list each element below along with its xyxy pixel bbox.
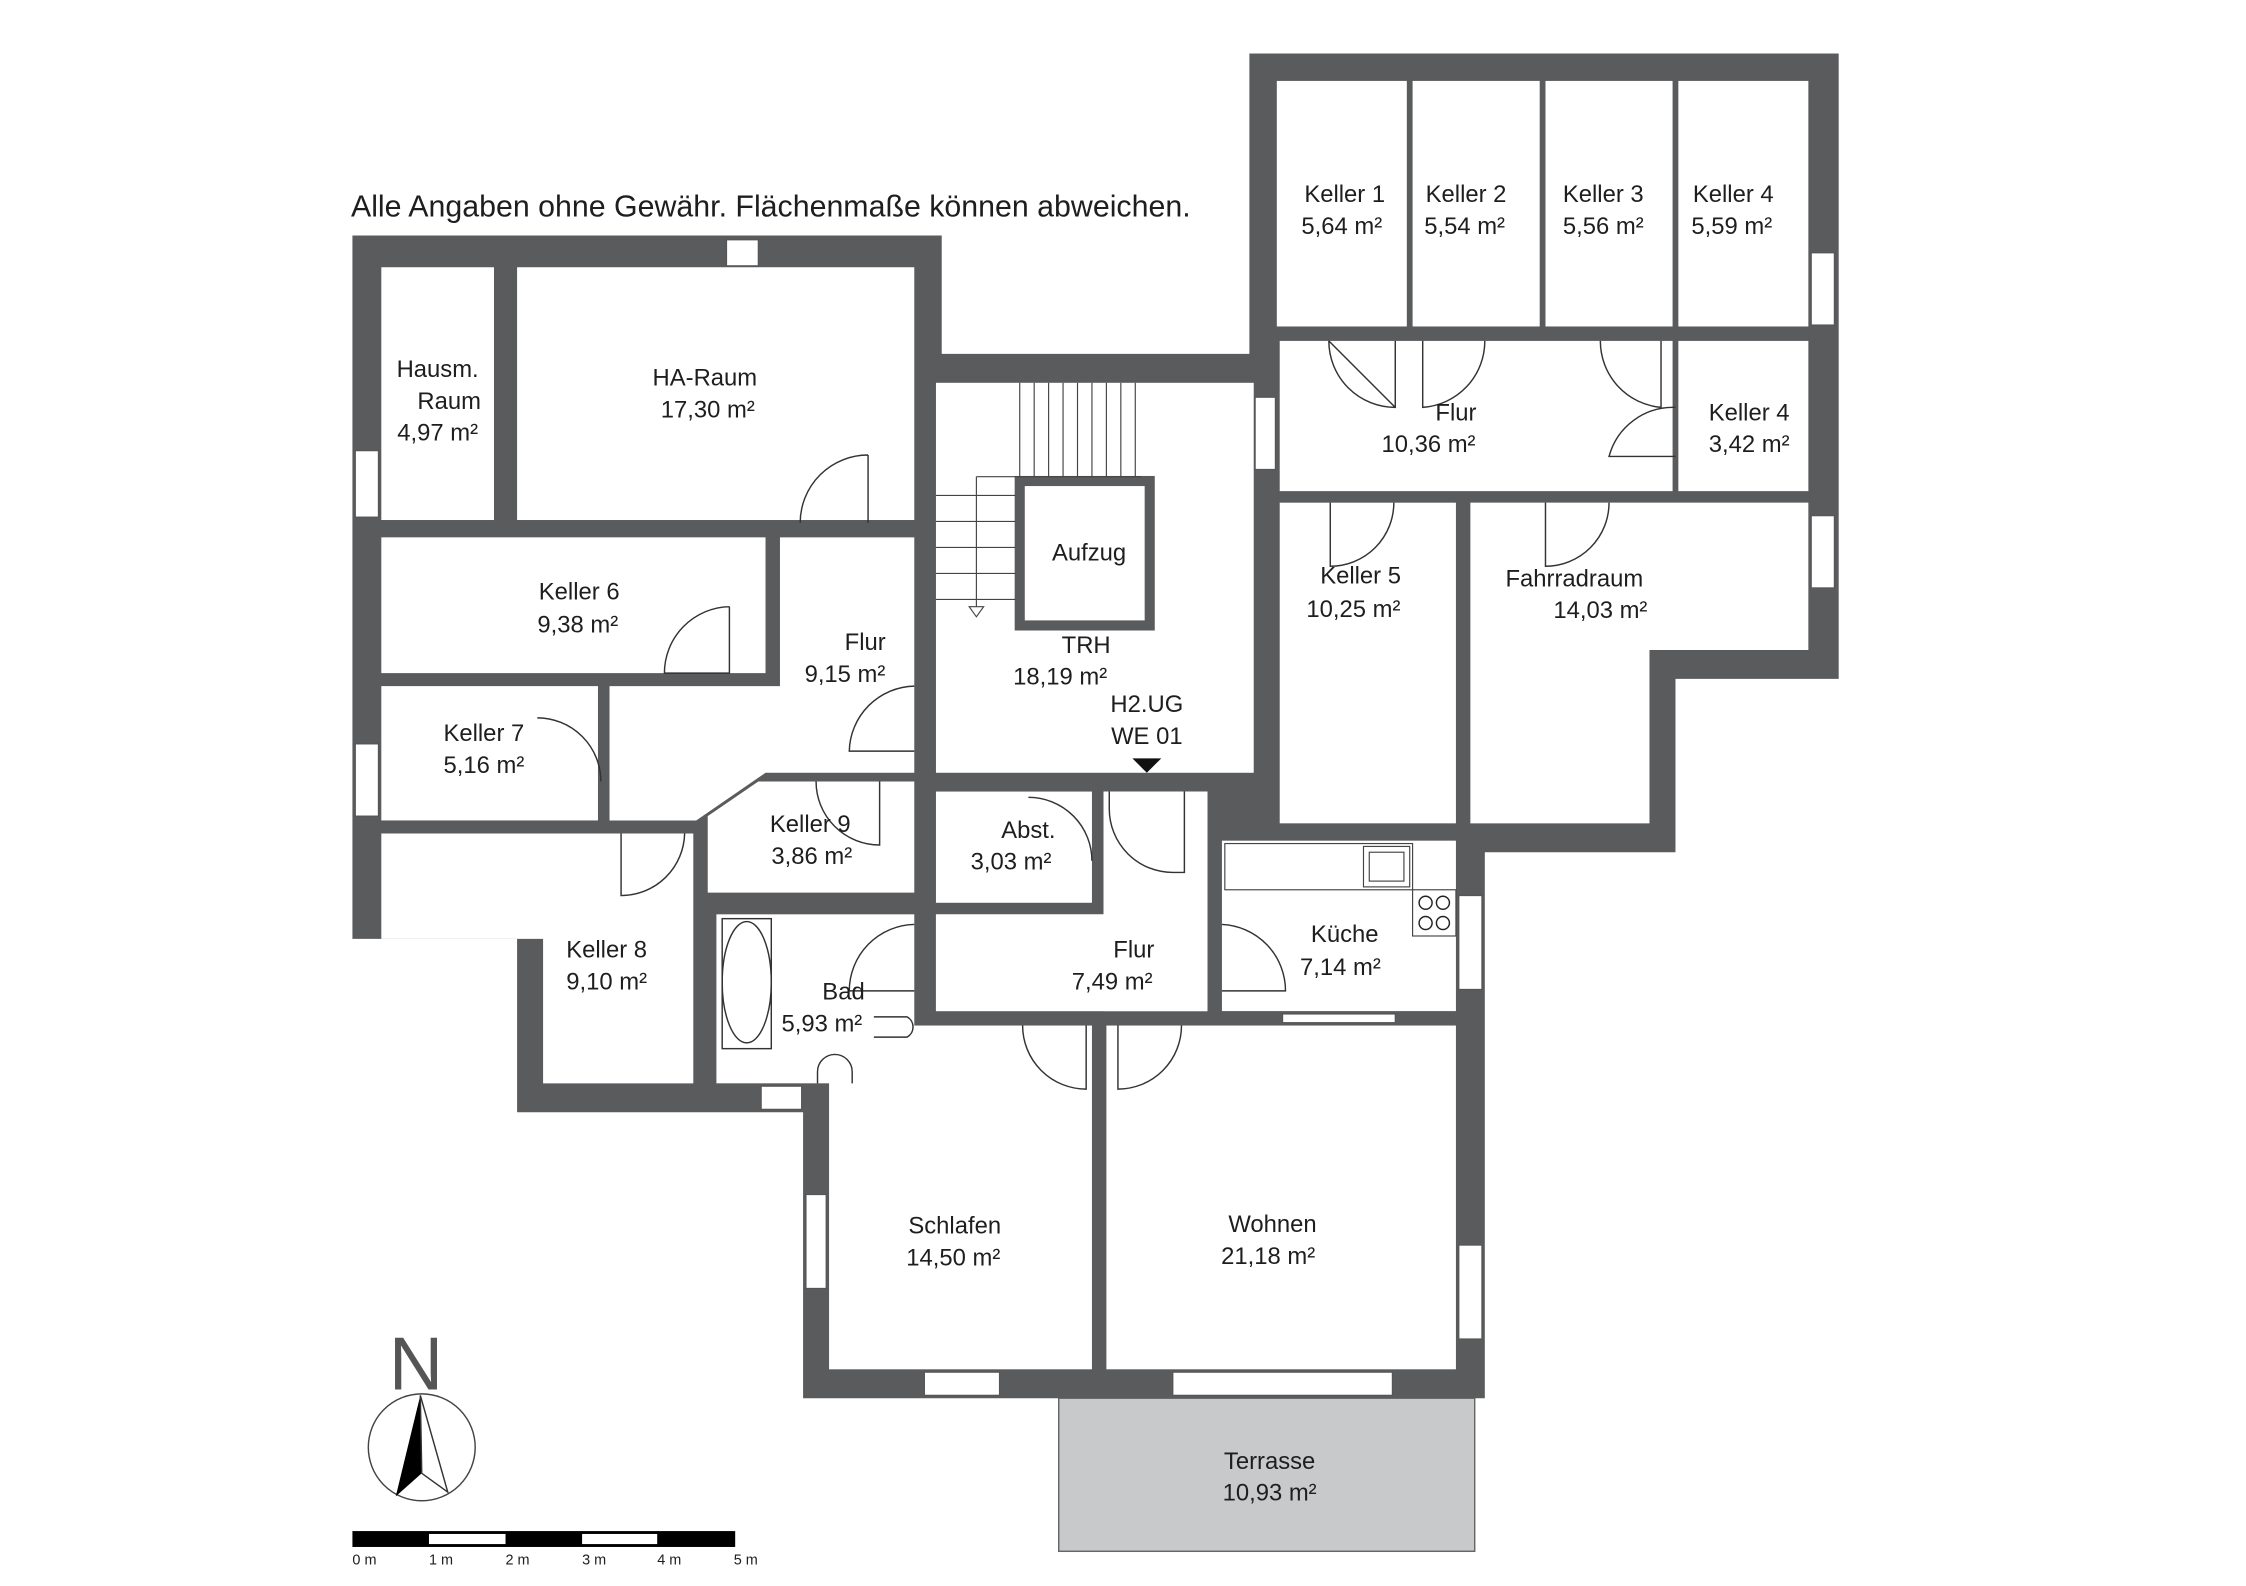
elevator-shaft — [1014, 475, 1155, 631]
scale-label: 3 m — [582, 1552, 606, 1568]
room-area: 3,03 m² — [971, 849, 1052, 876]
room-area: 21,18 m² — [1221, 1243, 1315, 1270]
room-name: Keller 7 — [443, 720, 524, 747]
doors — [537, 340, 1676, 1090]
room-area: 9,10 m² — [566, 968, 647, 995]
room-hausm-raum: Hausm. Raum 4,97 m² — [397, 356, 481, 447]
room-area: 18,19 m² — [1013, 664, 1107, 691]
room-name: Keller 4 — [1709, 399, 1790, 426]
room-name: Keller 9 — [770, 811, 851, 838]
room-area: 9,15 m² — [805, 661, 886, 688]
room-interiors — [381, 80, 1809, 1370]
scale-label: 5 m — [734, 1552, 758, 1568]
room-area: 5,93 m² — [781, 1010, 862, 1037]
room-area: 14,50 m² — [906, 1244, 1000, 1271]
room-area: 5,59 m² — [1691, 213, 1772, 240]
staircase — [935, 382, 1142, 618]
scale-label: 4 m — [657, 1552, 681, 1568]
room-area: 10,93 m² — [1223, 1480, 1317, 1507]
room-name: Terrasse — [1224, 1448, 1315, 1475]
room-area: 10,25 m² — [1306, 596, 1400, 623]
room-name: Keller 3 — [1563, 181, 1644, 208]
room-area: 5,16 m² — [443, 752, 524, 779]
scale-label: 0 m — [352, 1552, 376, 1568]
compass-needle-icon — [395, 1395, 422, 1497]
scale-label: 2 m — [506, 1552, 530, 1568]
north-arrow-compass: N — [367, 1322, 476, 1502]
room-name: Fahrradraum — [1505, 565, 1643, 592]
room-name: Aufzug — [1052, 539, 1126, 566]
terrace-area — [1058, 1397, 1476, 1553]
room-area: 14,03 m² — [1553, 597, 1647, 624]
room-name: Keller 8 — [566, 937, 647, 964]
compass-north-label: N — [389, 1322, 443, 1406]
room-area: 5,54 m² — [1424, 213, 1505, 240]
entrance-arrow-icon — [1132, 758, 1162, 773]
windows — [354, 239, 1835, 1396]
stove-icon — [1412, 889, 1457, 937]
entrance-level: H2.UG — [1110, 691, 1183, 718]
room-name: Keller 5 — [1320, 563, 1401, 590]
room-name: Raum — [417, 388, 481, 415]
sink-icon — [1362, 845, 1411, 888]
room-name: TRH — [1062, 632, 1111, 659]
room-name: Flur — [1435, 399, 1476, 426]
room-name: Hausm. — [397, 356, 479, 383]
room-area: 7,14 m² — [1300, 954, 1381, 981]
entrance-unit: WE 01 — [1111, 723, 1183, 750]
room-area: 5,56 m² — [1563, 213, 1644, 240]
room-name: Abst. — [1001, 817, 1055, 844]
room-name: HA-Raum — [653, 365, 758, 392]
room-area: 17,30 m² — [661, 396, 755, 423]
room-name: Bad — [822, 979, 864, 1006]
room-name: Keller 2 — [1426, 181, 1507, 208]
scale-bar: 0 m 1 m 2 m 3 m 4 m 5 m — [352, 1531, 758, 1568]
room-area: 10,36 m² — [1381, 431, 1475, 458]
scale-label: 1 m — [429, 1552, 453, 1568]
room-area: 5,64 m² — [1301, 213, 1382, 240]
room-area: 7,49 m² — [1072, 968, 1153, 995]
room-name: Flur — [845, 629, 886, 656]
kitchen-fittings — [1224, 842, 1457, 937]
room-area: 3,42 m² — [1709, 431, 1790, 458]
room-name: Keller 4 — [1693, 181, 1774, 208]
room-name: Keller 1 — [1304, 181, 1385, 208]
room-area: 9,38 m² — [537, 612, 618, 639]
room-name: Schlafen — [908, 1213, 1001, 1240]
room-area: 3,86 m² — [771, 843, 852, 870]
room-labels: Hausm. Raum 4,97 m² HA-Raum 17,30 m² Kel… — [397, 181, 1790, 1506]
room-name: Wohnen — [1228, 1211, 1316, 1238]
room-area: 4,97 m² — [397, 420, 478, 447]
room-name: Flur — [1113, 937, 1154, 964]
room-name: Keller 6 — [539, 578, 620, 605]
disclaimer: Alle Angaben ohne Gewähr. Flächenmaße kö… — [351, 191, 1191, 224]
room-name: Küche — [1311, 921, 1379, 948]
